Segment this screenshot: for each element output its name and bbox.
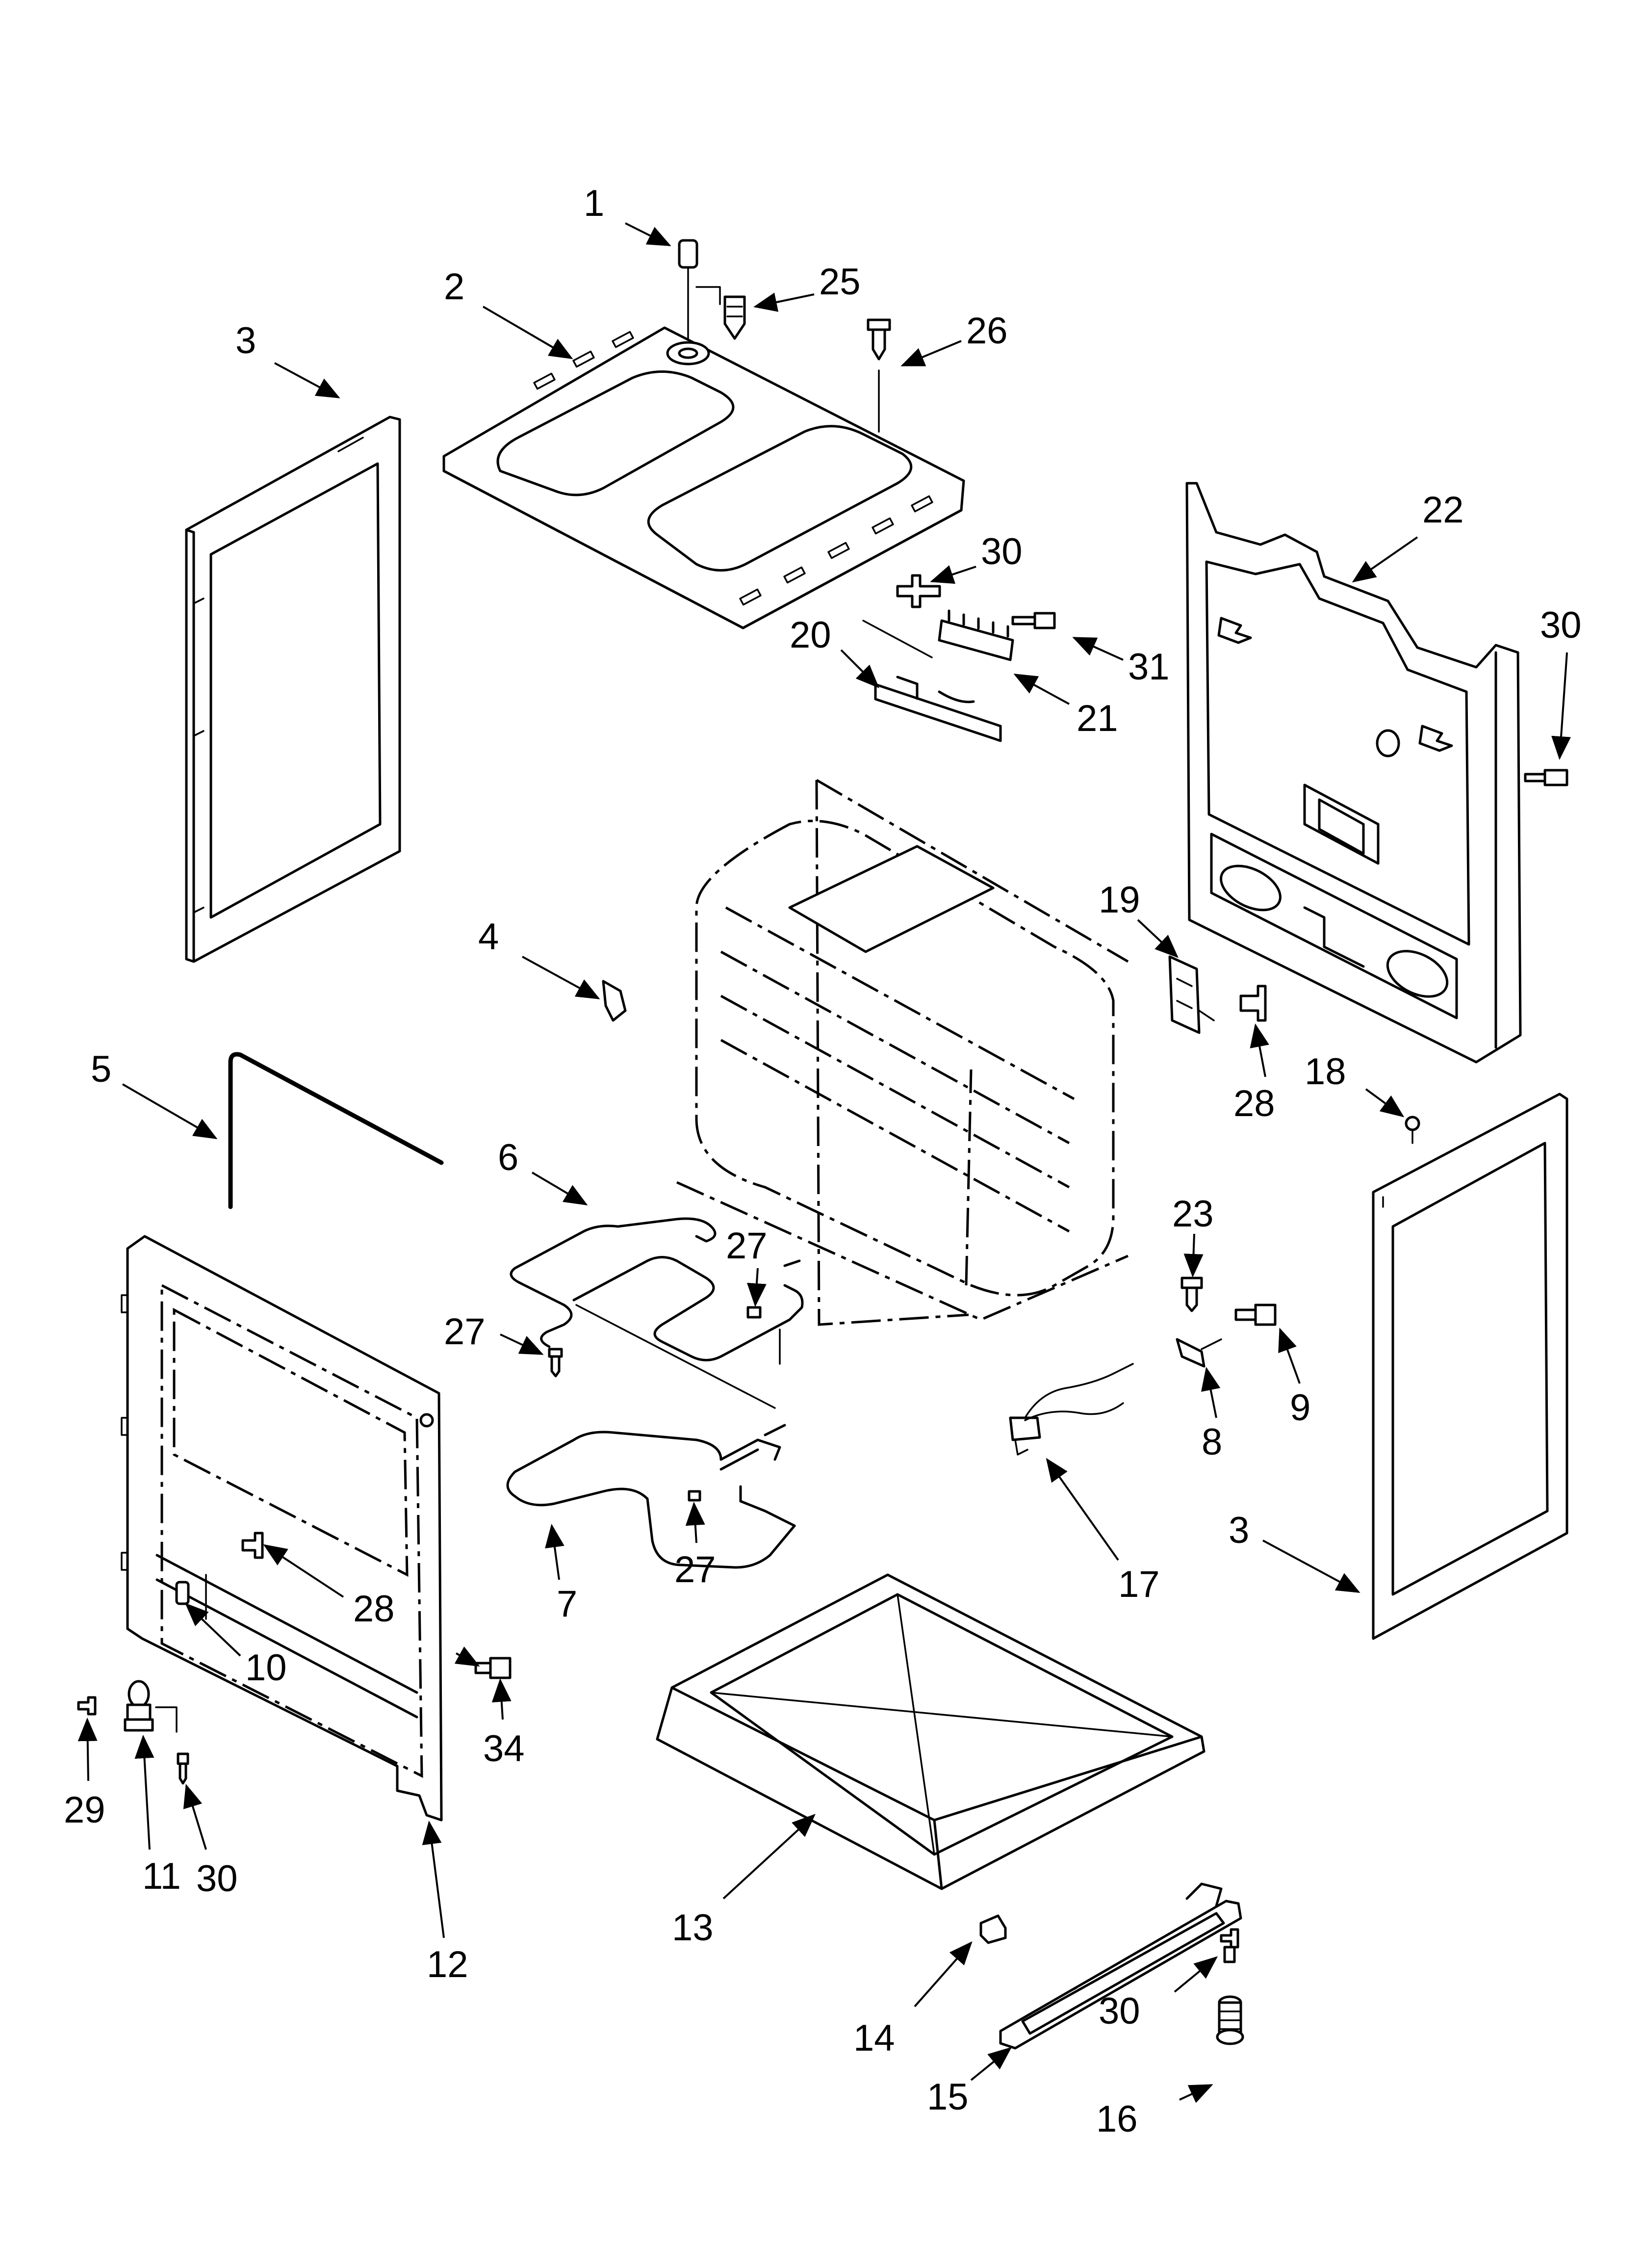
- part-26-screw: [867, 318, 891, 433]
- callout-30-bottom-right: 30: [1099, 1990, 1140, 2032]
- part-19-bracket: [1168, 955, 1215, 1034]
- callout-21: 21: [1077, 698, 1118, 739]
- part-34-screw: [474, 1657, 512, 1679]
- part-28-screw-upper: [1239, 985, 1267, 1022]
- callout-17: 17: [1118, 1564, 1160, 1605]
- callout-3-right: 3: [1229, 1510, 1249, 1551]
- callout-27-a: 27: [444, 1311, 486, 1353]
- part-18-screw: [1405, 1116, 1420, 1144]
- part-21-terminal-block: [938, 609, 1014, 661]
- callout-10: 10: [245, 1647, 287, 1689]
- part-1-pin: [678, 239, 721, 354]
- part-4-clip: [602, 980, 627, 1022]
- callout-4: 4: [478, 916, 499, 958]
- callout-27-b: 27: [726, 1225, 768, 1267]
- callout-12: 12: [427, 1944, 468, 1985]
- callout-6: 6: [498, 1137, 518, 1178]
- part-17-sensor: [1009, 1363, 1134, 1456]
- part-8-bracket: [1176, 1338, 1222, 1368]
- callout-9: 9: [1290, 1387, 1310, 1429]
- part-29-screw: [77, 1696, 97, 1716]
- callout-7: 7: [557, 1583, 577, 1625]
- part-3-side-panel-left: [185, 416, 401, 963]
- part-15-bracket: [999, 1882, 1242, 2050]
- part-oven-cavity: [676, 779, 1129, 1326]
- callout-2: 2: [444, 266, 464, 308]
- part-22-back-panel: [1185, 482, 1522, 1064]
- callout-30-top: 30: [981, 531, 1023, 573]
- part-27-screw-c: [688, 1490, 701, 1502]
- part-27-screw-b: [746, 1306, 762, 1319]
- callout-23: 23: [1172, 1193, 1214, 1235]
- part-11-leveler: [124, 1680, 178, 1733]
- leader-lines: [77, 222, 1571, 2103]
- part-23-screw: [1180, 1277, 1203, 1312]
- part-14-clip: [979, 1914, 1007, 1944]
- part-27-screw-a: [548, 1348, 563, 1378]
- part-3-side-panel-right: [1372, 1093, 1568, 1640]
- part-30-screw-top: [862, 574, 941, 658]
- part-16-foot: [1216, 1995, 1244, 2045]
- part-31-screw: [1011, 612, 1056, 629]
- part-9-screw: [1234, 1303, 1277, 1326]
- callout-22: 22: [1422, 489, 1464, 531]
- part-13-bottom-panel: [656, 1573, 1206, 1890]
- callout-15: 15: [927, 2076, 969, 2118]
- callout-1: 1: [584, 182, 604, 224]
- callout-13: 13: [672, 1907, 714, 1949]
- callout-16: 16: [1096, 2098, 1138, 2140]
- callout-28-upper: 28: [1233, 1083, 1275, 1124]
- callout-labels: 1 2 3 25 26 30 20 31 21 22 30 4 19 28 18…: [64, 182, 1582, 2140]
- part-12-front-frame: [121, 1235, 443, 1822]
- callout-27-c: 27: [674, 1549, 716, 1590]
- callout-14: 14: [853, 2017, 895, 2059]
- callout-28-lower: 28: [353, 1588, 395, 1630]
- callout-5: 5: [91, 1048, 111, 1090]
- part-30-screw-right: [1524, 769, 1568, 786]
- callout-31: 31: [1128, 646, 1170, 688]
- part-30-screw-bottom-left: [177, 1752, 189, 1785]
- part-10-latch: [175, 1581, 190, 1605]
- part-7-bake-element: [506, 1424, 796, 1569]
- part-30-screw-bottom-right: [1220, 1928, 1239, 1963]
- part-5-gasket: [228, 1052, 444, 1209]
- part-25-screw: [723, 295, 746, 340]
- callout-8: 8: [1202, 1421, 1222, 1463]
- callout-30-right: 30: [1540, 604, 1582, 646]
- callout-11: 11: [142, 1855, 181, 1897]
- part-2-top-panel: [442, 326, 965, 629]
- callout-20: 20: [790, 614, 831, 656]
- callout-19: 19: [1099, 879, 1140, 921]
- callout-29: 29: [64, 1789, 105, 1831]
- callout-18: 18: [1305, 1051, 1346, 1093]
- part-20-bracket: [874, 676, 1002, 742]
- callout-34: 34: [483, 1728, 525, 1770]
- callout-30-bottom-left: 30: [196, 1858, 238, 1900]
- callout-26: 26: [966, 310, 1008, 352]
- callout-3-left: 3: [235, 320, 256, 362]
- callout-25: 25: [819, 261, 861, 303]
